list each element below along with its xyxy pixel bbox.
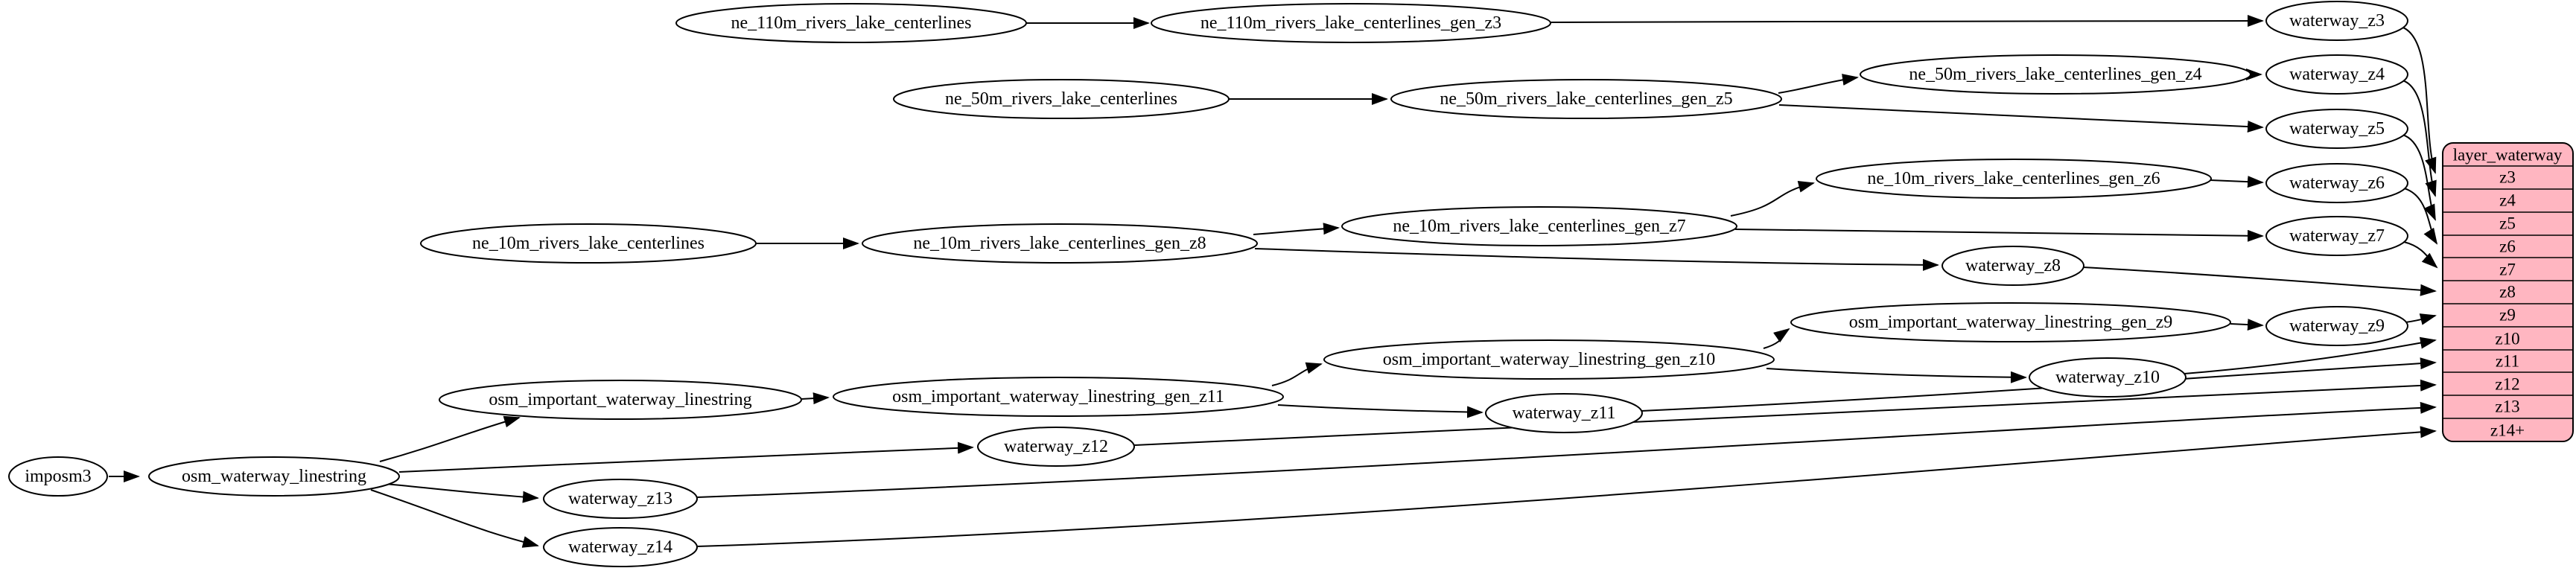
edge-waterway_z13-row_z13 [696,401,2437,498]
edge-osm_waterway_linestring-osm_important_waterway_linestring [379,415,521,462]
node-label: waterway_z12 [1004,437,1108,456]
table-row-z13: z13 [2495,398,2519,416]
node-label: osm_important_waterway_linestring [489,390,751,409]
edge-waterway_z9-row_z9 [2405,313,2437,325]
edge-waterway_z8-row_z8 [2082,267,2437,296]
node-waterway_z12: waterway_z12 [977,427,1135,467]
edge-gen_z10-gen_z9 [1763,328,1790,349]
node-label: waterway_z8 [1965,256,2061,275]
node-ne_110m_rivers_lake_centerlines_gen_z3: ne_110m_rivers_lake_centerlines_gen_z3 [1151,3,1551,43]
edge-gen_z8-waterway_z8 [1254,248,1939,271]
table-row-z14plus: z14+ [2490,421,2525,440]
table-row-z8: z8 [2499,283,2516,301]
node-label: ne_10m_rivers_lake_centerlines_gen_z8 [913,234,1206,253]
edge-osm_waterway_linestring-waterway_z14 [370,489,539,548]
edge-gen_z3-waterway_z3 [1550,15,2264,28]
edge-gen_z7-gen_z6 [1730,181,1815,217]
edge-osm_important_waterway_linestring-gen_z11 [801,392,830,405]
edge-gen_z5-waterway_z5 [1778,104,2264,133]
node-label: waterway_z3 [2289,11,2385,31]
node-label: waterway_z6 [2289,173,2385,193]
node-ne_10m_rivers_lake_centerlines_gen_z7: ne_10m_rivers_lake_centerlines_gen_z7 [1341,206,1737,246]
node-waterway_z13: waterway_z13 [543,479,698,519]
edge-waterway_z14-row_z14 [696,426,2437,547]
node-waterway_z4: waterway_z4 [2265,54,2408,95]
edge-gen_z7-waterway_z7 [1734,229,2264,242]
node-label: imposm3 [25,467,91,486]
layer-waterway-table: layer_waterway z3 z4 z5 z6 z7 z8 z9 z10 … [2442,142,2574,442]
node-label: ne_10m_rivers_lake_centerlines_gen_z7 [1393,217,1685,236]
node-ne_110m_rivers_lake_centerlines: ne_110m_rivers_lake_centerlines [675,3,1027,43]
node-waterway_z8: waterway_z8 [1941,246,2084,286]
node-waterway_z7: waterway_z7 [2265,216,2408,256]
node-label: waterway_z11 [1512,403,1615,423]
node-waterway_z10: waterway_z10 [2029,357,2187,398]
node-label: waterway_z10 [2055,368,2160,387]
edge-waterway_z10-row_z10 [2184,336,2437,374]
node-osm_important_waterway_linestring_gen_z10: osm_important_waterway_linestring_gen_z1… [1323,339,1775,380]
node-label: ne_50m_rivers_lake_centerlines [945,89,1177,109]
table-row-z6: z6 [2499,237,2516,256]
edge-waterway_z4-row_z4 [2402,80,2437,197]
node-label: osm_important_waterway_linestring_gen_z9 [1849,313,2173,332]
edge-waterway_z6-row_z6 [2403,188,2438,245]
node-ne_10m_rivers_lake_centerlines: ne_10m_rivers_lake_centerlines [420,223,757,264]
node-ne_10m_rivers_lake_centerlines_gen_z8: ne_10m_rivers_lake_centerlines_gen_z8 [862,223,1258,264]
edge-gen_z6-waterway_z6 [2210,176,2264,188]
table-row-z9: z9 [2499,306,2516,325]
node-label: ne_10m_rivers_lake_centerlines_gen_z6 [1867,169,2160,188]
node-label: waterway_z4 [2289,65,2385,84]
node-osm_important_waterway_linestring: osm_important_waterway_linestring [439,380,802,420]
table-row-z7: z7 [2499,261,2516,279]
node-waterway_z3: waterway_z3 [2265,1,2408,41]
node-osm_important_waterway_linestring_gen_z9: osm_important_waterway_linestring_gen_z9 [1790,302,2231,342]
node-label: waterway_z13 [568,489,672,508]
node-label: waterway_z14 [568,537,672,557]
node-waterway_z6: waterway_z6 [2265,163,2408,203]
node-waterway_z14: waterway_z14 [543,527,698,567]
node-ne_10m_rivers_lake_centerlines_gen_z6: ne_10m_rivers_lake_centerlines_gen_z6 [1816,159,2212,199]
node-label: osm_waterway_linestring [182,467,366,486]
node-label: osm_important_waterway_linestring_gen_z1… [1383,350,1716,369]
node-waterway_z9: waterway_z9 [2265,306,2408,346]
edge-waterway_z3-row_z3 [2400,26,2437,174]
table-title: layer_waterway [2453,146,2563,165]
node-osm_waterway_linestring: osm_waterway_linestring [148,456,400,497]
edge-waterway_z7-row_z7 [2403,241,2438,269]
node-ne_50m_rivers_lake_centerlines: ne_50m_rivers_lake_centerlines [893,79,1230,119]
edges [109,15,2438,548]
node-waterway_z11: waterway_z11 [1485,393,1643,433]
edge-gen_z8-gen_z7 [1253,223,1340,235]
node-label: ne_110m_rivers_lake_centerlines_gen_z3 [1200,13,1501,33]
table-row-z10: z10 [2495,330,2519,348]
node-label: ne_50m_rivers_lake_centerlines_gen_z4 [1909,65,2201,84]
node-label: waterway_z7 [2289,226,2385,246]
node-label: waterway_z5 [2289,119,2385,138]
edge-gen_z11-waterway_z11 [1277,404,1483,418]
table-row-z4: z4 [2499,191,2516,210]
node-label: ne_110m_rivers_lake_centerlines [731,13,972,33]
edge-gen_z5-gen_z4 [1778,74,1859,94]
node-label: ne_10m_rivers_lake_centerlines [472,234,705,253]
node-label: waterway_z9 [2289,316,2385,336]
node-waterway_z5: waterway_z5 [2265,109,2408,149]
edge-gen_z10-waterway_z10 [1766,368,2027,383]
node-ne_50m_rivers_lake_centerlines_gen_z4: ne_50m_rivers_lake_centerlines_gen_z4 [1860,54,2251,95]
table-row-z11: z11 [2496,352,2519,371]
node-ne_50m_rivers_lake_centerlines_gen_z5: ne_50m_rivers_lake_centerlines_gen_z5 [1390,79,1782,119]
table-row-z12: z12 [2495,375,2519,394]
edge-gen_z9-waterway_z9 [2230,319,2264,331]
edge-waterway_z12-row_z12 [1133,379,2437,446]
edge-osm_waterway_linestring-waterway_z12 [398,441,974,473]
edge-gen_z11-gen_z10 [1271,362,1323,386]
node-osm_important_waterway_linestring_gen_z11: osm_important_waterway_linestring_gen_z1… [833,377,1284,417]
edge-osm_waterway_linestring-waterway_z13 [385,483,539,503]
node-label: ne_50m_rivers_lake_centerlines_gen_z5 [1440,89,1732,109]
table-row-z5: z5 [2499,214,2516,233]
node-imposm3: imposm3 [8,456,108,497]
node-label: osm_important_waterway_linestring_gen_z1… [892,387,1224,406]
table-row-z3: z3 [2499,168,2516,187]
